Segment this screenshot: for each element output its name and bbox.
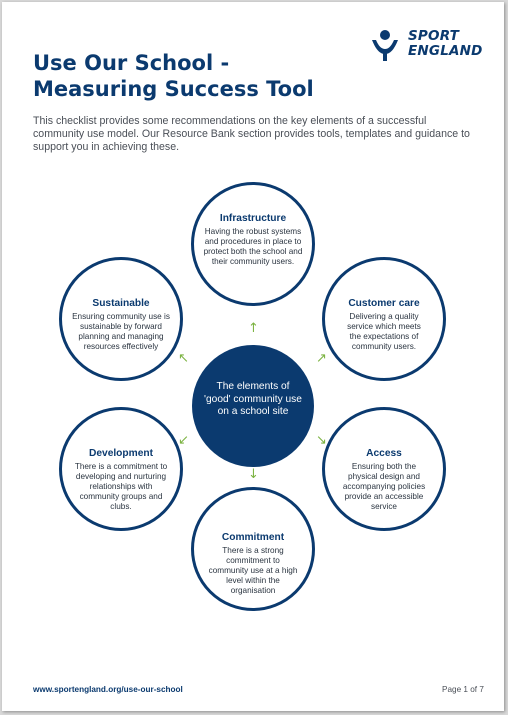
commitment-title: Commitment (221, 532, 285, 543)
sport-england-logo-mark (372, 30, 398, 61)
access-body: Ensuring both the physical design and ac… (342, 462, 426, 511)
development-title: Development (89, 448, 153, 459)
intro-paragraph: This checklist provides some recommendat… (33, 115, 470, 154)
development-body: There is a commitment to developing and … (74, 462, 168, 511)
customer-care-title: Customer care (348, 298, 420, 309)
arrow-to-development-icon: ↙ (178, 433, 189, 448)
title-line-1: Use Our School - (33, 51, 230, 75)
access-circle: Access Ensuring both the physical design… (322, 407, 446, 531)
customer-care-body: Delivering a quality service which meets… (347, 312, 421, 351)
arrow-to-infrastructure-icon: ↑ (248, 321, 259, 336)
arrow-to-customer-care-icon: ↗ (316, 351, 327, 366)
customer-care-circle: Customer care Delivering a quality servi… (322, 257, 446, 381)
commitment-body: There is a strong commitment to communit… (208, 546, 298, 595)
title-line-2: Measuring Success Tool (33, 77, 314, 101)
infrastructure-body: Having the robust systems and procedures… (203, 227, 303, 266)
sustainable-circle: Sustainable Ensuring community use is su… (59, 257, 183, 381)
elements-diagram: Infrastructure Having the robust systems… (2, 2, 504, 711)
arrow-to-commitment-icon: ↓ (248, 467, 259, 482)
logo-line-2: ENGLAND (408, 43, 483, 59)
development-circle: Development There is a commitment to dev… (59, 407, 183, 531)
infrastructure-title: Infrastructure (219, 213, 287, 224)
arrow-to-access-icon: ↘ (316, 433, 327, 448)
infrastructure-circle: Infrastructure Having the robust systems… (191, 182, 315, 306)
center-text: The elements of 'good' community use on … (204, 381, 302, 417)
sport-england-logo: SPORT ENGLAND (370, 28, 490, 64)
sustainable-title: Sustainable (92, 298, 150, 309)
arrow-to-sustainable-icon: ↖ (178, 351, 189, 366)
page-title: Use Our School - Measuring Success Tool (33, 50, 353, 102)
page-number: Page 1 of 7 (442, 685, 484, 694)
commitment-circle: Commitment There is a strong commitment … (191, 487, 315, 611)
footer-url[interactable]: www.sportengland.org/use-our-school (33, 685, 183, 694)
access-title: Access (366, 448, 402, 459)
logo-wordmark: SPORT ENGLAND (408, 29, 483, 59)
center-circle: The elements of 'good' community use on … (192, 345, 314, 467)
logo-line-1: SPORT (408, 28, 460, 44)
sustainable-body: Ensuring community use is sustainable by… (72, 312, 170, 351)
document-page: SPORT ENGLAND Use Our School - Measuring… (2, 2, 504, 711)
